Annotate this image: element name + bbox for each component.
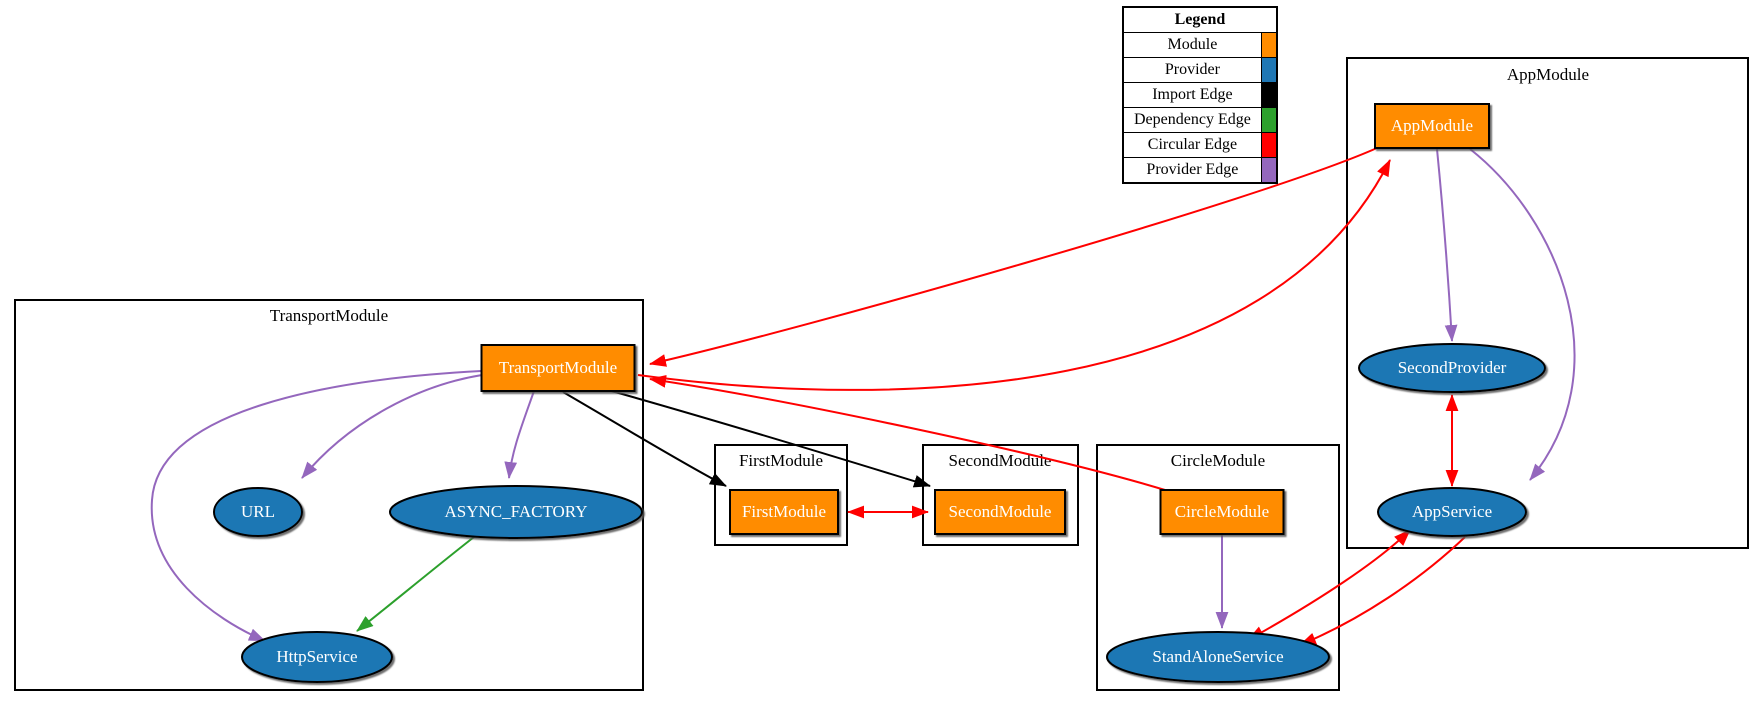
cluster-cluster_first: FirstModule xyxy=(714,444,848,546)
edge-appservice-standalone-circ[interactable] xyxy=(1299,536,1466,646)
node-httpservice_node[interactable]: HttpService xyxy=(241,631,393,683)
provider-shape[interactable] xyxy=(213,487,303,537)
edge-transport-httpservice[interactable] xyxy=(150,370,482,642)
node-url_node[interactable]: URL xyxy=(213,487,303,537)
legend-swatch xyxy=(1260,157,1278,184)
legend-label: Module xyxy=(1122,32,1262,58)
module-shape[interactable] xyxy=(729,489,839,535)
edge-transport-url[interactable] xyxy=(301,374,483,479)
edge-transport-secondmodule-import[interactable] xyxy=(582,382,931,488)
module-shape[interactable] xyxy=(1374,103,1490,149)
legend-row: Module xyxy=(1122,32,1278,58)
provider-shape[interactable] xyxy=(1106,631,1330,683)
cluster-label: SecondModule xyxy=(949,451,1052,470)
legend-title: Legend xyxy=(1122,6,1278,33)
provider-shape[interactable] xyxy=(389,485,643,539)
legend-label: Circular Edge xyxy=(1122,132,1262,158)
cluster-label: AppModule xyxy=(1507,65,1589,84)
legend-swatch xyxy=(1260,132,1278,158)
cluster-label: CircleModule xyxy=(1171,451,1265,470)
node-firstmodule_node[interactable]: FirstModule xyxy=(729,489,839,535)
edge-appmodule-appservice[interactable] xyxy=(1469,148,1576,481)
provider-shape[interactable] xyxy=(241,631,393,683)
legend-label: Dependency Edge xyxy=(1122,107,1262,133)
cluster-cluster_app: AppModule xyxy=(1346,57,1749,549)
cluster-cluster_transport: TransportModule xyxy=(14,299,644,691)
legend-row: Circular Edge xyxy=(1122,132,1278,158)
cluster-border xyxy=(714,444,848,546)
node-transportmodule_node[interactable]: TransportModule xyxy=(480,344,636,392)
legend-row: Provider Edge xyxy=(1122,157,1278,184)
module-shape[interactable] xyxy=(934,489,1066,535)
node-standaloneservice_node[interactable]: StandAloneService xyxy=(1106,631,1330,683)
edges-layer xyxy=(150,147,1576,646)
edge-appmodule-secondprovider[interactable] xyxy=(1436,148,1458,342)
cluster-border xyxy=(14,299,644,691)
node-circlemodule_node[interactable]: CircleModule xyxy=(1159,489,1285,535)
legend-row: Provider xyxy=(1122,57,1278,83)
edge-circlemodule-transport-circ[interactable] xyxy=(649,375,1166,491)
legend-row: Dependency Edge xyxy=(1122,107,1278,133)
module-shape[interactable] xyxy=(1159,489,1285,535)
node-appmodule_node[interactable]: AppModule xyxy=(1374,103,1490,149)
legend-label: Provider Edge xyxy=(1122,157,1262,184)
provider-shape[interactable] xyxy=(1358,343,1546,393)
legend-title-row: Legend xyxy=(1122,6,1278,33)
node-secondprovider_node[interactable]: SecondProvider xyxy=(1358,343,1546,393)
module-shape[interactable] xyxy=(480,344,636,392)
edge-appmodule-transport-circ[interactable] xyxy=(649,147,1378,367)
legend-swatch xyxy=(1260,32,1278,58)
legend-row: Import Edge xyxy=(1122,82,1278,108)
cluster-label: TransportModule xyxy=(270,306,388,325)
edge-transport-firstmodule-import[interactable] xyxy=(562,391,727,487)
legend-swatch xyxy=(1260,57,1278,83)
edge-standalone-appservice-circ[interactable] xyxy=(1247,529,1411,641)
legend-label: Provider xyxy=(1122,57,1262,83)
node-asyncfactory_node[interactable]: ASYNC_FACTORY xyxy=(389,485,643,539)
cluster-border xyxy=(922,444,1079,546)
edge-asyncfactory-httpservice[interactable] xyxy=(356,536,475,632)
legend-swatch xyxy=(1260,82,1278,108)
legend-label: Import Edge xyxy=(1122,82,1262,108)
provider-shape[interactable] xyxy=(1377,487,1527,537)
cluster-border xyxy=(1346,57,1749,549)
edge-transport-appmodule-circ[interactable] xyxy=(637,159,1391,391)
node-secondmodule_node[interactable]: SecondModule xyxy=(934,489,1066,535)
cluster-label: FirstModule xyxy=(739,451,823,470)
node-appservice_node[interactable]: AppService xyxy=(1377,487,1527,537)
cluster-cluster_second: SecondModule xyxy=(922,444,1079,546)
legend-swatch xyxy=(1260,107,1278,133)
edge-transport-asyncfactory[interactable] xyxy=(504,390,535,479)
